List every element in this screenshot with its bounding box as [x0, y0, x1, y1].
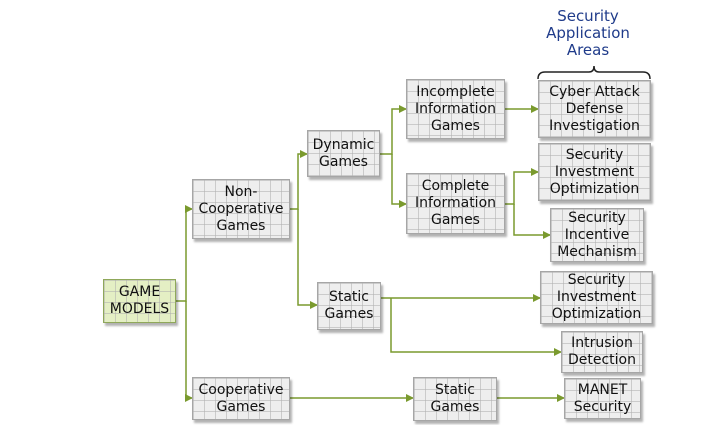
edge-root-to-noncooperative — [176, 205, 193, 302]
node-security-investment-optimization-1: Security Investment Optimization — [538, 143, 651, 201]
node-incomplete-information-games: Incomplete Information Games — [406, 79, 505, 139]
node-static-games-noncooperative: Static Games — [317, 282, 381, 330]
node-security-investment-optimization-2: Security Investment Optimization — [540, 271, 653, 324]
edge-complete-to-security-investment — [505, 168, 539, 205]
edge-static-to-intrusion — [390, 298, 562, 356]
edge-noncooperative-to-dynamic — [290, 150, 308, 210]
security-application-areas-heading: Security Application Areas — [546, 7, 630, 59]
node-static-games-cooperative: Static Games — [413, 377, 497, 421]
node-game-models: GAME MODELS — [103, 279, 176, 323]
edge-dynamic-to-incomplete — [380, 105, 407, 155]
edge-complete-to-security-incentive — [513, 204, 551, 239]
node-cyber-attack-defense-investigation: Cyber Attack Defense Investigation — [538, 80, 651, 138]
edge-dynamic-to-complete — [391, 154, 407, 208]
node-manet-security: MANET Security — [564, 378, 641, 419]
node-dynamic-games: Dynamic Games — [307, 130, 380, 177]
edge-noncooperative-to-static — [297, 209, 318, 309]
edge-root-to-cooperative — [185, 301, 193, 402]
node-cooperative-games: Cooperative Games — [192, 377, 290, 420]
node-non-cooperative-games: Non- Cooperative Games — [192, 179, 290, 239]
node-intrusion-detection: Intrusion Detection — [561, 331, 643, 373]
application-areas-brace — [537, 65, 651, 80]
node-complete-information-games: Complete Information Games — [406, 173, 505, 234]
node-security-incentive-mechanism: Security Incentive Mechanism — [550, 208, 644, 262]
